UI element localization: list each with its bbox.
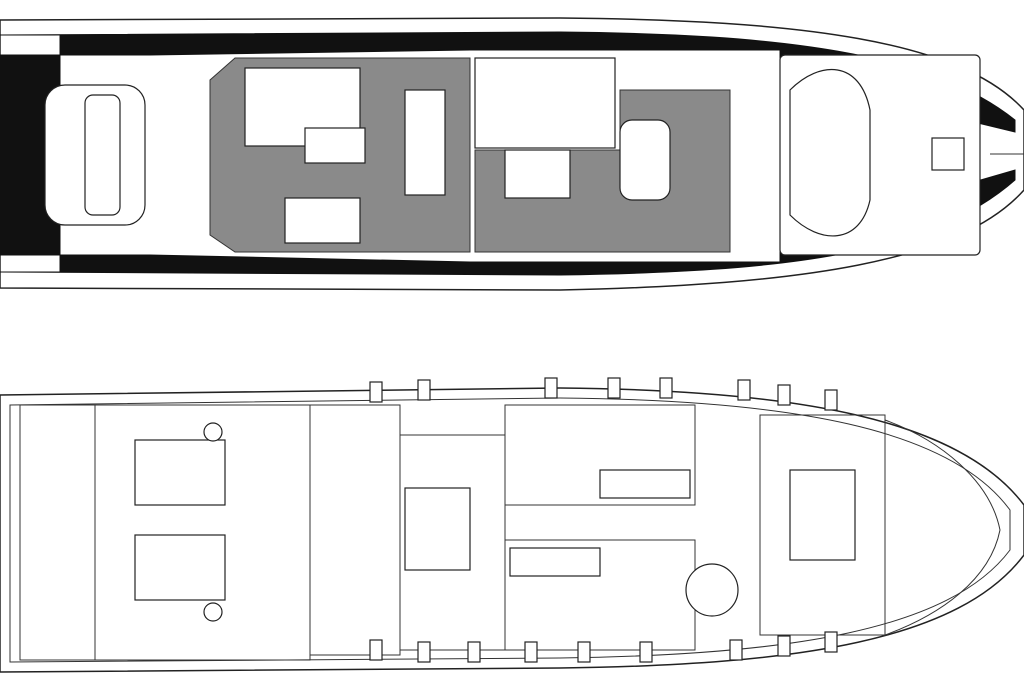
- guest-cabin-1: [504, 404, 696, 506]
- engine-port: [134, 439, 226, 506]
- lazarette: [19, 404, 96, 661]
- helm-console: [619, 119, 671, 201]
- salon-sofa-lower: [284, 197, 361, 244]
- guest-bed-2: [509, 547, 601, 577]
- stairs: [504, 149, 571, 199]
- salon-coffee-table: [304, 127, 366, 164]
- main-deck-hull-outline: [0, 17, 1024, 291]
- generator-2: [203, 602, 223, 622]
- lower-deck-inner-outline: [9, 397, 1011, 663]
- tender: [789, 68, 871, 237]
- forepeak: [884, 419, 1001, 636]
- anchor-hatch: [931, 137, 965, 171]
- dining-table: [404, 89, 446, 196]
- portholes: [369, 377, 838, 663]
- aft-table: [84, 94, 121, 216]
- master-bed: [404, 487, 471, 571]
- galley: [474, 57, 616, 149]
- spiral-stair: [685, 563, 739, 617]
- lower-deck-plan: [0, 377, 1024, 673]
- guest-bed-1: [599, 469, 691, 499]
- generator-1: [203, 422, 223, 442]
- crew-cabin: [309, 404, 401, 656]
- vip-bed: [789, 469, 856, 561]
- lower-deck-hull-outline: [0, 387, 1024, 673]
- main-deck-plan: [0, 17, 1024, 291]
- engine-starboard: [134, 534, 226, 601]
